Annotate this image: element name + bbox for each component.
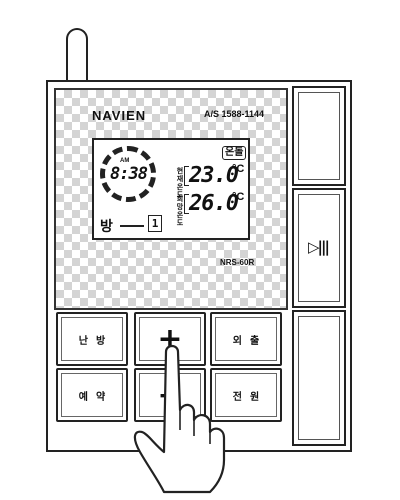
power-button[interactable]: 전원 (210, 368, 282, 422)
am-pm-indicator: AM (120, 158, 130, 164)
heating-button[interactable]: 난방 (56, 312, 128, 366)
model-number: NRS-60R (220, 258, 255, 267)
antenna (66, 28, 88, 88)
set-temp-value: 26.0 (189, 191, 239, 216)
outing-button-label: 외출 (232, 335, 268, 347)
pointing-hand-icon (133, 344, 226, 494)
current-temp-unit: °C (232, 163, 245, 175)
play-icon: ▷||| (308, 238, 330, 256)
room-label: 방 (100, 219, 113, 235)
room-divider (120, 225, 144, 227)
clock-readout: 8:38 (110, 164, 148, 184)
service-number: A/S 1588-1144 (204, 109, 265, 119)
side-button-middle[interactable] (292, 188, 346, 308)
set-temp-bracket (184, 194, 189, 214)
set-temp-unit: °C (232, 191, 245, 203)
current-temp-label: 현재 온도 (176, 167, 184, 199)
current-temp-bracket (184, 166, 189, 186)
timer-dial-icon (100, 146, 156, 202)
room-number: 1 (148, 215, 162, 232)
power-button-label: 전원 (232, 391, 268, 403)
side-button-bottom[interactable] (292, 310, 346, 446)
side-button-top[interactable] (292, 86, 346, 186)
heating-button-label: 난방 (78, 335, 114, 347)
current-temp-value: 23.0 (189, 163, 239, 188)
reservation-button-label: 예약 (78, 391, 114, 403)
reservation-button[interactable]: 예약 (56, 368, 128, 422)
outing-button[interactable]: 외출 (210, 312, 282, 366)
set-temp-label: 희망 온도 (176, 195, 184, 227)
mode-badge: 온돌 (222, 146, 247, 160)
brand-logo: NAVIEN (92, 108, 147, 123)
